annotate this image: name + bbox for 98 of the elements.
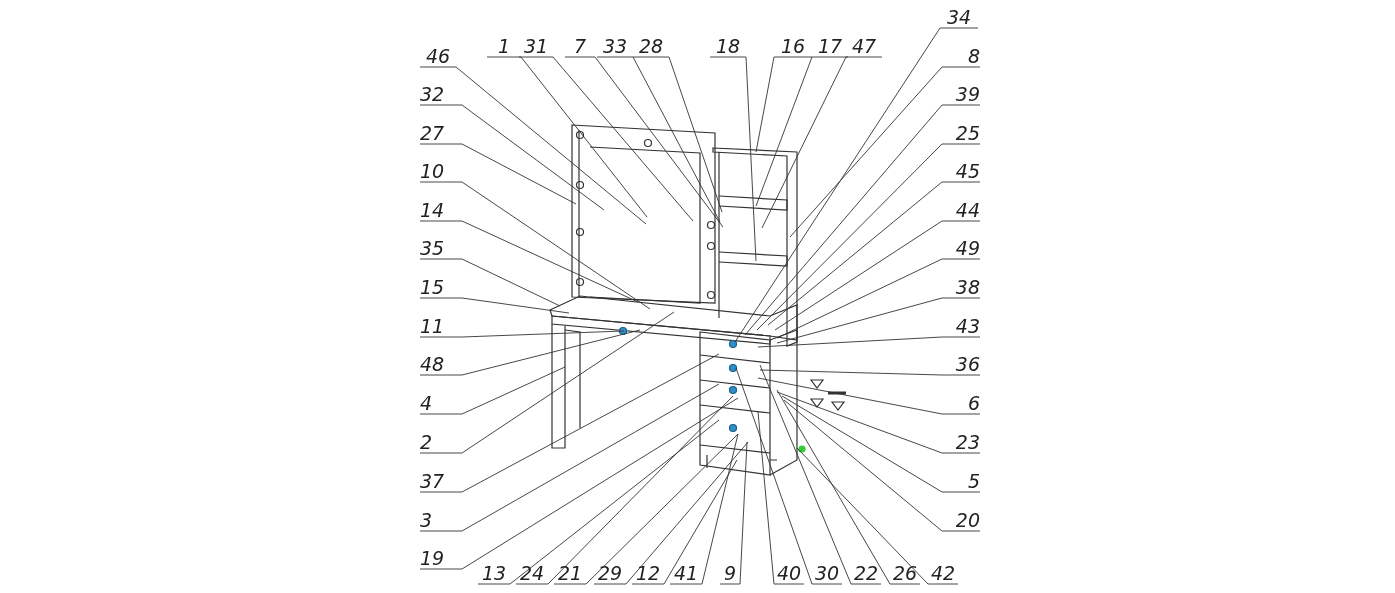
callout-number: 1 bbox=[487, 35, 521, 57]
callout-number: 45 bbox=[942, 160, 980, 182]
leader-line bbox=[669, 433, 739, 585]
callout-number: 41 bbox=[670, 562, 702, 584]
leader-line bbox=[776, 297, 981, 344]
leader-line bbox=[419, 258, 561, 307]
leader-line bbox=[419, 66, 647, 225]
leader-line bbox=[518, 56, 694, 222]
callout-number: 20 bbox=[942, 509, 980, 531]
callout-number: 12 bbox=[632, 562, 664, 584]
callout-number: 25 bbox=[942, 122, 980, 144]
leader-line bbox=[776, 389, 921, 585]
leader-line bbox=[419, 311, 675, 454]
leader-line bbox=[553, 433, 739, 585]
callout-number: 47 bbox=[846, 35, 882, 57]
callout-number: 3 bbox=[420, 509, 462, 531]
callout-number: 15 bbox=[420, 276, 462, 298]
callout-number: 21 bbox=[554, 562, 586, 584]
leader-line bbox=[593, 441, 749, 585]
callout-number: 14 bbox=[420, 199, 462, 221]
callout-number: 27 bbox=[420, 122, 462, 144]
leader-line bbox=[755, 56, 849, 207]
leader-line bbox=[734, 27, 979, 343]
callout-number: 48 bbox=[420, 353, 462, 375]
callout-number: 10 bbox=[420, 160, 462, 182]
callout-number: 2 bbox=[420, 431, 462, 453]
callout-number: 6 bbox=[942, 392, 980, 414]
leader-line bbox=[631, 459, 738, 585]
leader-line bbox=[419, 353, 720, 493]
leader-line bbox=[796, 447, 959, 585]
leader-line bbox=[419, 297, 570, 314]
callout-number: 32 bbox=[420, 83, 462, 105]
leader-line bbox=[776, 258, 981, 339]
callout-number: 40 bbox=[774, 562, 804, 584]
leader-line bbox=[759, 364, 882, 585]
callout-number: 42 bbox=[928, 562, 958, 584]
callout-number: 4 bbox=[420, 392, 462, 414]
callout-number: 49 bbox=[942, 237, 980, 259]
leader-line bbox=[761, 56, 883, 229]
leader-line bbox=[564, 56, 724, 228]
callout-number: 43 bbox=[942, 315, 980, 337]
callout-number: 18 bbox=[710, 35, 746, 57]
leader-line bbox=[419, 397, 739, 570]
callout-number: 22 bbox=[851, 562, 881, 584]
callout-number: 29 bbox=[594, 562, 626, 584]
leader-line bbox=[419, 143, 577, 205]
callout-number: 17 bbox=[812, 35, 848, 57]
leader-line bbox=[709, 56, 757, 262]
leader-line bbox=[759, 369, 981, 376]
leader-line bbox=[744, 104, 981, 336]
callout-number: 24 bbox=[516, 562, 548, 584]
callout-number: 34 bbox=[940, 6, 978, 28]
leader-line bbox=[596, 56, 721, 223]
callout-number: 26 bbox=[890, 562, 920, 584]
leader-line bbox=[756, 143, 981, 331]
callout-number: 13 bbox=[478, 562, 510, 584]
callout-number: 38 bbox=[942, 276, 980, 298]
callout-number: 16 bbox=[774, 35, 812, 57]
leader-line bbox=[781, 395, 981, 493]
leader-line bbox=[515, 395, 734, 585]
leader-line bbox=[735, 367, 843, 585]
leader-line bbox=[632, 56, 723, 213]
leader-line bbox=[719, 441, 748, 585]
callout-number: 46 bbox=[420, 45, 456, 67]
callout-number: 28 bbox=[633, 35, 669, 57]
leader-line bbox=[757, 336, 981, 348]
callout-number: 31 bbox=[519, 35, 553, 57]
callout-number: 39 bbox=[942, 83, 980, 105]
leader-line bbox=[419, 104, 605, 211]
leader-line bbox=[419, 383, 720, 532]
callout-number: 8 bbox=[942, 45, 980, 67]
callout-number: 11 bbox=[420, 315, 462, 337]
callout-number: 35 bbox=[420, 237, 462, 259]
leader-line bbox=[419, 329, 641, 376]
leader-line bbox=[774, 220, 981, 331]
leader-line bbox=[419, 330, 625, 338]
leader-line bbox=[767, 181, 981, 326]
callout-number: 5 bbox=[942, 470, 980, 492]
callout-number: 23 bbox=[942, 431, 980, 453]
leader-line bbox=[419, 181, 651, 310]
leader-line bbox=[486, 56, 648, 218]
leader-line bbox=[757, 411, 805, 585]
callout-number: 30 bbox=[812, 562, 842, 584]
leader-line bbox=[419, 366, 566, 415]
callout-number: 9 bbox=[720, 562, 740, 584]
callout-number: 19 bbox=[420, 547, 462, 569]
leader-line bbox=[755, 56, 813, 153]
leader-line bbox=[776, 391, 981, 454]
leader-line bbox=[477, 419, 720, 585]
callout-number: 7 bbox=[565, 35, 595, 57]
leader-line bbox=[419, 220, 639, 303]
leader-line bbox=[783, 399, 981, 532]
callout-number: 44 bbox=[942, 199, 980, 221]
leader-line bbox=[757, 377, 981, 415]
callout-number: 33 bbox=[597, 35, 633, 57]
callout-number: 36 bbox=[942, 353, 980, 375]
leader-line bbox=[789, 66, 981, 238]
callout-number: 37 bbox=[420, 470, 462, 492]
